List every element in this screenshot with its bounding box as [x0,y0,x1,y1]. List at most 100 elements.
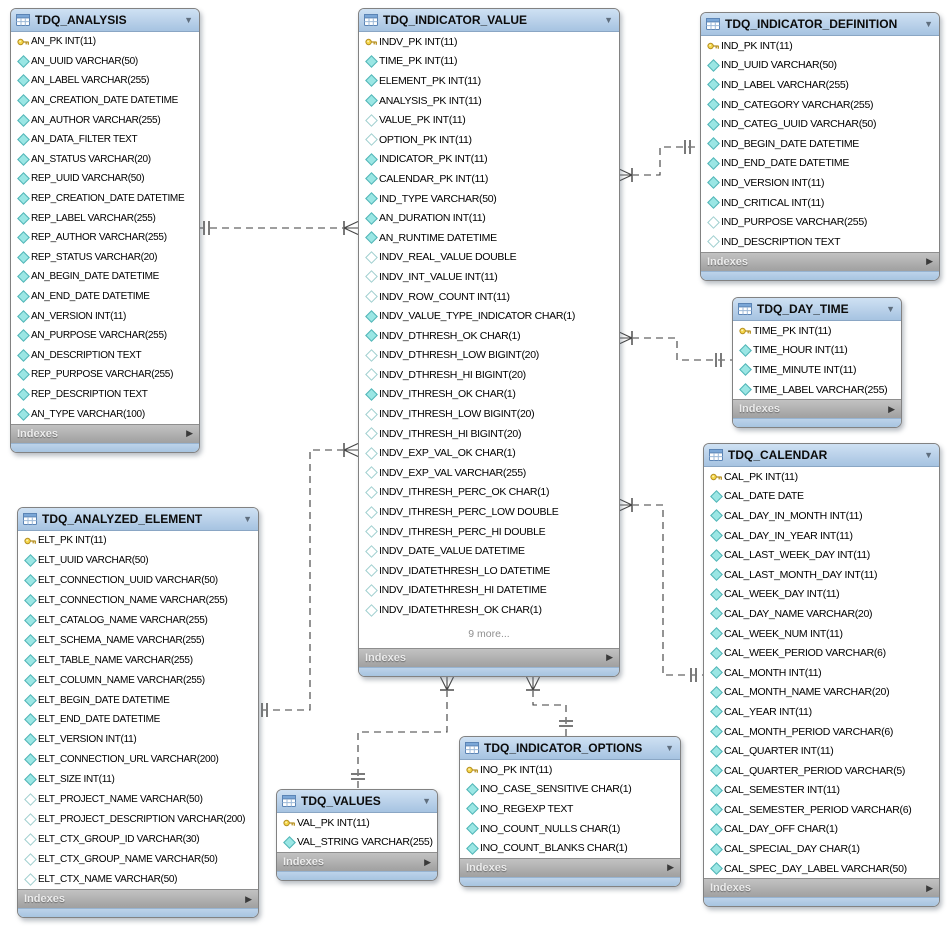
column-row[interactable]: AN_CREATION_DATE DATETIME [11,91,199,111]
column-row[interactable]: CAL_QUARTER_PERIOD VARCHAR(5) [704,761,939,781]
column-row[interactable]: IND_UUID VARCHAR(50) [701,56,939,76]
column-row[interactable]: CAL_WEEK_PERIOD VARCHAR(6) [704,643,939,663]
table-header[interactable]: TDQ_CALENDAR▼ [704,444,939,467]
table-tdq_analysis[interactable]: TDQ_ANALYSIS▼AN_PK INT(11)AN_UUID VARCHA… [10,8,200,453]
table-tdq_indicator_definition[interactable]: TDQ_INDICATOR_DEFINITION▼IND_PK INT(11)I… [700,12,940,281]
column-row[interactable]: INDV_PK INT(11) [359,32,619,52]
column-row[interactable]: TIME_PK INT(11) [359,52,619,72]
column-row[interactable]: IND_PURPOSE VARCHAR(255) [701,212,939,232]
relationship-indicator-definition-indicator-value[interactable] [617,140,700,182]
expand-arrow-icon[interactable]: ▶ [926,256,933,267]
column-row[interactable]: CAL_MONTH_PERIOD VARCHAR(6) [704,722,939,742]
column-row[interactable]: INDV_INT_VALUE INT(11) [359,267,619,287]
column-row[interactable]: CAL_LAST_MONTH_DAY INT(11) [704,565,939,585]
column-row[interactable]: INO_COUNT_NULLS CHAR(1) [460,819,680,839]
column-row[interactable]: VALUE_PK INT(11) [359,110,619,130]
column-row[interactable]: ELT_CTX_GROUP_NAME VARCHAR(50) [18,849,258,869]
column-row[interactable]: CALENDAR_PK INT(11) [359,169,619,189]
column-row[interactable]: CAL_DAY_OFF CHAR(1) [704,820,939,840]
column-row[interactable]: ELT_VERSION INT(11) [18,730,258,750]
column-row[interactable]: TIME_LABEL VARCHAR(255) [733,380,901,400]
expand-arrow-icon[interactable]: ▶ [245,893,252,904]
column-row[interactable]: ELT_CONNECTION_NAME VARCHAR(255) [18,591,258,611]
column-row[interactable]: ELT_UUID VARCHAR(50) [18,551,258,571]
column-row[interactable]: INO_REGEXP TEXT [460,799,680,819]
table-tdq_calendar[interactable]: TDQ_CALENDAR▼CAL_PK INT(11)CAL_DATE DATE… [703,443,940,908]
column-row[interactable]: INDV_ITHRESH_HI BIGINT(20) [359,424,619,444]
column-row[interactable]: CAL_SPEC_DAY_LABEL VARCHAR(50) [704,859,939,879]
column-row[interactable]: OPTION_PK INT(11) [359,130,619,150]
column-row[interactable]: INO_PK INT(11) [460,760,680,780]
column-row[interactable]: CAL_SPECIAL_DAY CHAR(1) [704,839,939,859]
column-row[interactable]: INDV_DTHRESH_HI BIGINT(20) [359,365,619,385]
expand-arrow-icon[interactable]: ▶ [424,856,431,867]
column-row[interactable]: IND_TYPE VARCHAR(50) [359,189,619,209]
table-tdq_day_time[interactable]: TDQ_DAY_TIME▼TIME_PK INT(11)TIME_HOUR IN… [732,297,902,429]
column-row[interactable]: CAL_DAY_IN_MONTH INT(11) [704,506,939,526]
column-row[interactable]: VAL_STRING VARCHAR(255) [277,833,437,853]
column-row[interactable]: INO_COUNT_BLANKS CHAR(1) [460,838,680,858]
column-row[interactable]: AN_DATA_FILTER TEXT [11,130,199,150]
column-row[interactable]: AN_STATUS VARCHAR(20) [11,150,199,170]
column-row[interactable]: ELT_SIZE INT(11) [18,770,258,790]
column-row[interactable]: TIME_MINUTE INT(11) [733,360,901,380]
relationship-day-time-indicator-value[interactable] [617,331,732,367]
column-row[interactable]: IND_LABEL VARCHAR(255) [701,75,939,95]
column-row[interactable]: REP_DESCRIPTION TEXT [11,385,199,405]
column-row[interactable]: CAL_DAY_IN_YEAR INT(11) [704,526,939,546]
column-row[interactable]: TIME_HOUR INT(11) [733,341,901,361]
column-row[interactable]: IND_CATEGORY VARCHAR(255) [701,95,939,115]
relationship-values-indicator-value[interactable] [351,676,454,789]
column-row[interactable]: INDICATOR_PK INT(11) [359,150,619,170]
column-row[interactable]: CAL_YEAR INT(11) [704,702,939,722]
column-row[interactable]: INO_CASE_SENSITIVE CHAR(1) [460,780,680,800]
table-tdq_analyzed_element[interactable]: TDQ_ANALYZED_ELEMENT▼ELT_PK INT(11)ELT_U… [17,507,259,919]
column-row[interactable]: ELT_CATALOG_NAME VARCHAR(255) [18,611,258,631]
more-columns-indicator[interactable]: 9 more... [468,627,510,640]
collapse-caret-icon[interactable]: ▼ [886,303,895,314]
relationship-indicator-options-indicator-value[interactable] [526,676,573,736]
column-row[interactable]: AN_DURATION INT(11) [359,208,619,228]
column-row[interactable]: CAL_SEMESTER INT(11) [704,781,939,801]
relationship-calendar-indicator-value[interactable] [617,498,703,682]
column-row[interactable]: INDV_ITHRESH_PERC_HI DOUBLE [359,522,619,542]
column-row[interactable]: IND_PK INT(11) [701,36,939,56]
relationship-analysis-indicator-value[interactable] [198,221,359,235]
column-row[interactable]: REP_PURPOSE VARCHAR(255) [11,365,199,385]
column-row[interactable]: AN_RUNTIME DATETIME [359,228,619,248]
column-row[interactable]: ELT_CONNECTION_URL VARCHAR(200) [18,750,258,770]
column-row[interactable]: REP_AUTHOR VARCHAR(255) [11,228,199,248]
column-row[interactable]: IND_CRITICAL INT(11) [701,193,939,213]
table-tdq_indicator_options[interactable]: TDQ_INDICATOR_OPTIONS▼INO_PK INT(11)INO_… [459,736,681,887]
column-row[interactable]: ELT_SCHEMA_NAME VARCHAR(255) [18,630,258,650]
column-row[interactable]: AN_PK INT(11) [11,32,199,52]
column-row[interactable]: CAL_WEEK_NUM INT(11) [704,624,939,644]
table-tdq_indicator_value[interactable]: TDQ_INDICATOR_VALUE▼INDV_PK INT(11)TIME_… [358,8,620,677]
column-row[interactable]: INDV_ROW_COUNT INT(11) [359,287,619,307]
column-row[interactable]: CAL_LAST_WEEK_DAY INT(11) [704,545,939,565]
column-row[interactable]: AN_BEGIN_DATE DATETIME [11,267,199,287]
column-row[interactable]: AN_UUID VARCHAR(50) [11,52,199,72]
column-row[interactable]: VAL_PK INT(11) [277,813,437,833]
column-row[interactable]: ELT_COLUMN_NAME VARCHAR(255) [18,670,258,690]
collapse-caret-icon[interactable]: ▼ [604,14,613,25]
column-row[interactable]: IND_DESCRIPTION TEXT [701,232,939,252]
column-row[interactable]: AN_DESCRIPTION TEXT [11,346,199,366]
table-header[interactable]: TDQ_INDICATOR_OPTIONS▼ [460,737,680,760]
column-row[interactable]: IND_CATEG_UUID VARCHAR(50) [701,114,939,134]
column-row[interactable]: INDV_REAL_VALUE DOUBLE [359,248,619,268]
column-row[interactable]: REP_UUID VARCHAR(50) [11,169,199,189]
expand-arrow-icon[interactable]: ▶ [606,652,613,663]
column-row[interactable]: IND_BEGIN_DATE DATETIME [701,134,939,154]
column-row[interactable]: AN_TYPE VARCHAR(100) [11,404,199,424]
column-row[interactable]: AN_AUTHOR VARCHAR(255) [11,110,199,130]
indexes-section[interactable]: Indexes▶ [704,878,939,898]
expand-arrow-icon[interactable]: ▶ [888,403,895,414]
indexes-section[interactable]: Indexes▶ [359,647,619,667]
column-row[interactable]: ELT_CTX_NAME VARCHAR(50) [18,869,258,889]
column-row[interactable]: CAL_PK INT(11) [704,467,939,487]
column-row[interactable]: TIME_PK INT(11) [733,321,901,341]
column-row[interactable]: ELT_TABLE_NAME VARCHAR(255) [18,650,258,670]
column-row[interactable]: INDV_DATE_VALUE DATETIME [359,541,619,561]
